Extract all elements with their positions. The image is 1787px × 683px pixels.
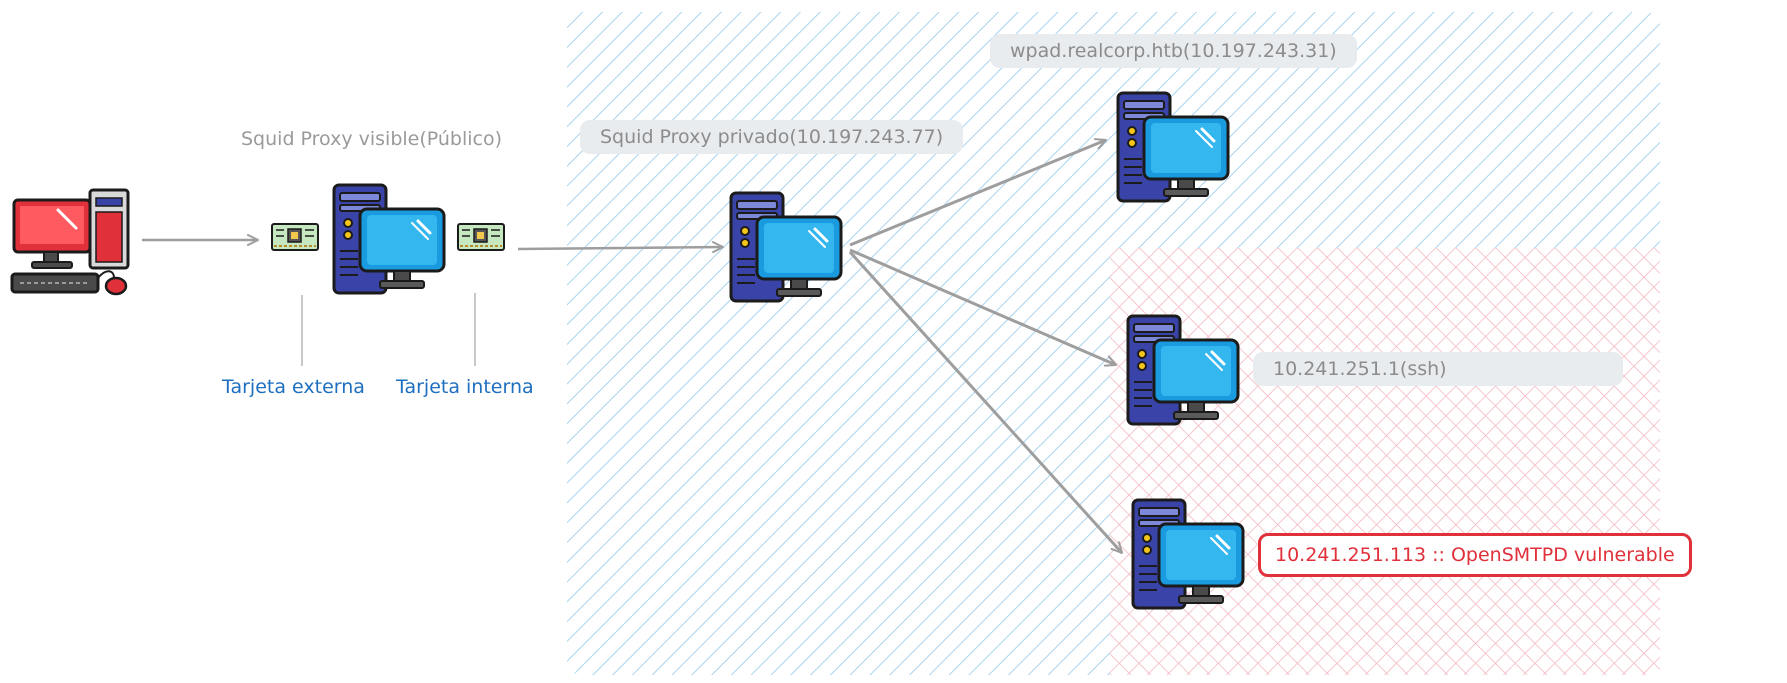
public-proxy-server-icon bbox=[332, 183, 446, 295]
smtp-host-vulnerable-label: 10.241.251.113 :: OpenSMTPD vulnerable bbox=[1258, 533, 1692, 577]
ssh-host-label: 10.241.251.1(ssh) bbox=[1253, 352, 1623, 386]
internal-network-card-icon bbox=[457, 223, 505, 251]
arrow-proxy-to-private-proxy bbox=[517, 241, 724, 254]
external-network-card-icon bbox=[271, 223, 319, 251]
attacker-workstation-icon bbox=[10, 188, 130, 296]
public-proxy-label: Squid Proxy visible(Público) bbox=[241, 128, 503, 150]
arrow-to-ssh-host bbox=[849, 248, 1117, 367]
private-proxy-label: Squid Proxy privado(10.197.243.77) bbox=[580, 120, 964, 154]
arrow-to-smtp-host bbox=[848, 250, 1124, 555]
wpad-label: wpad.realcorp.htb(10.197.243.31) bbox=[990, 34, 1357, 68]
internal-card-label: Tarjeta interna bbox=[396, 376, 534, 398]
external-card-label: Tarjeta externa bbox=[222, 376, 365, 398]
internal-network-zone bbox=[1110, 248, 1660, 675]
arrow-to-wpad bbox=[849, 138, 1107, 247]
